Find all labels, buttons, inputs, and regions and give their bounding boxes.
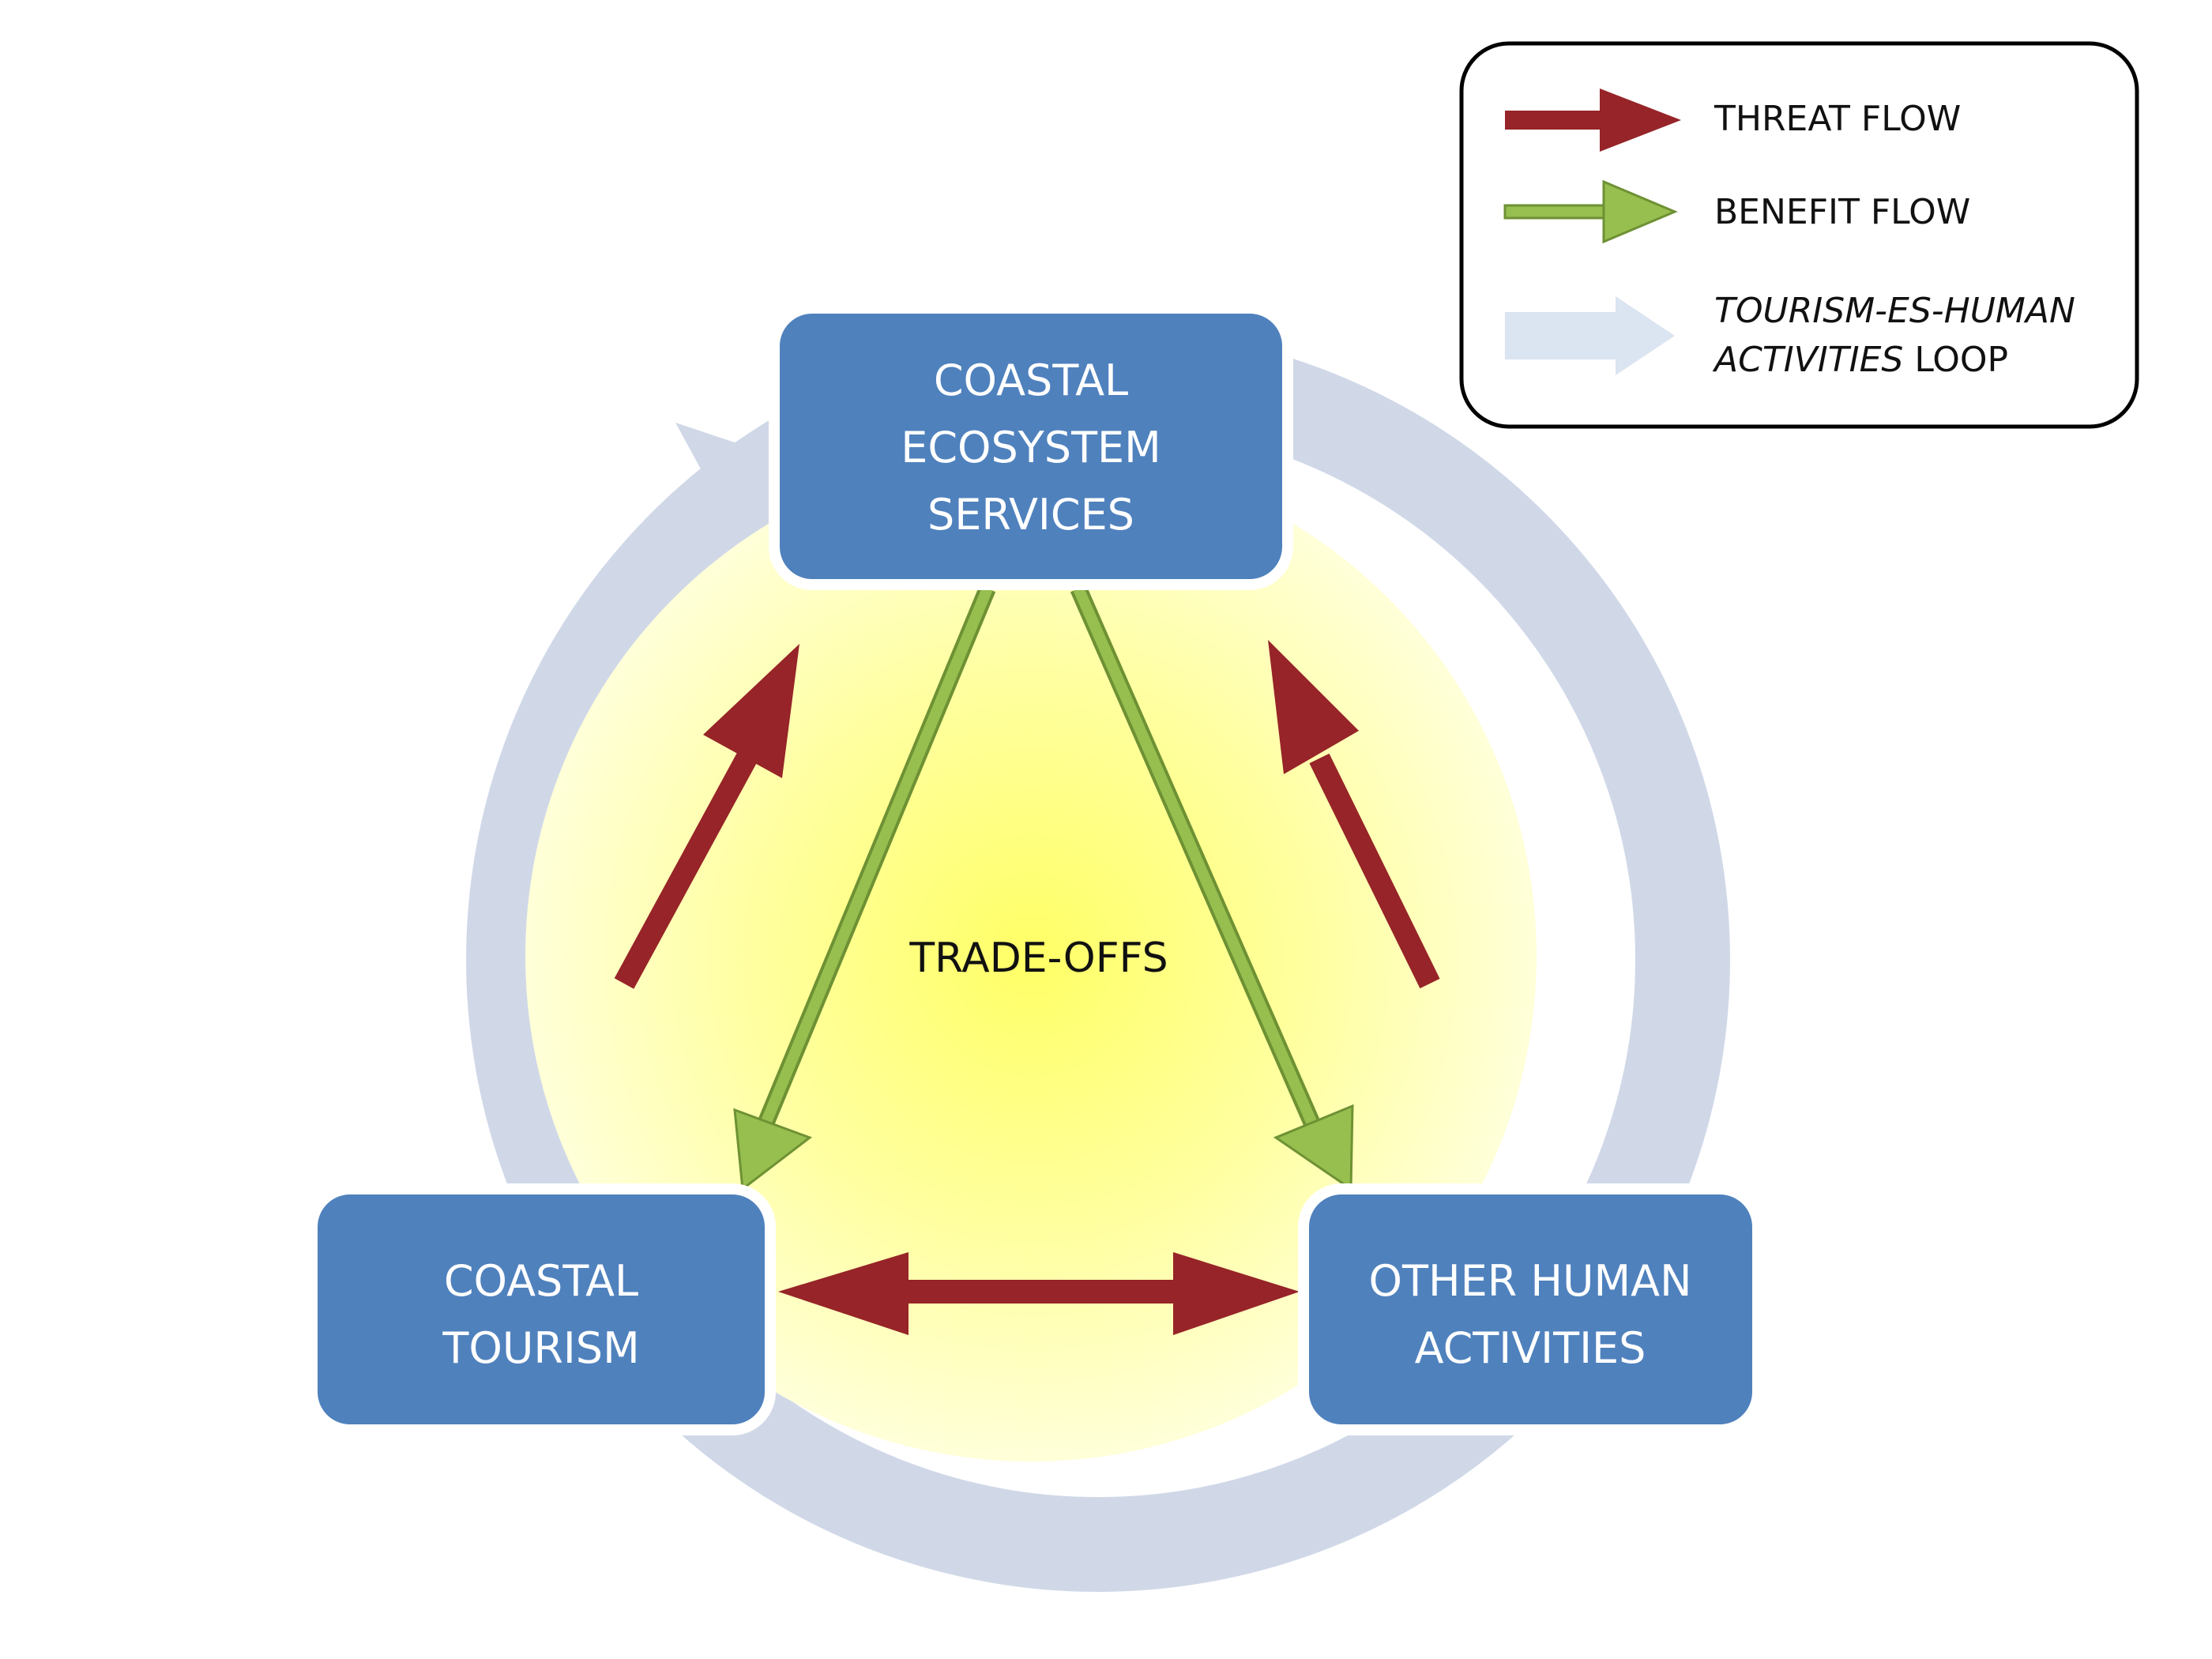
legend-loop-label-line1: TOURISM-ES-HUMAN xyxy=(1714,291,2075,331)
threat-arrow-tourism-to-es xyxy=(614,644,799,989)
svg-text:ACTIVITIES: ACTIVITIES xyxy=(1415,1323,1646,1373)
center-label: TRADE-OFFS xyxy=(908,935,1168,982)
node-coastal-ecosystem-services: COASTAL ECOSYSTEM SERVICES xyxy=(769,303,1293,590)
node-other-human-activities: OTHER HUMAN ACTIVITIES xyxy=(1298,1183,1763,1435)
benefit-arrow-es-to-activities xyxy=(1070,585,1354,1191)
node-coastal-tourism: COASTAL TOURISM xyxy=(307,1183,776,1435)
legend-threat-label: THREAT FLOW xyxy=(1714,99,1961,139)
svg-text:TOURISM: TOURISM xyxy=(442,1323,639,1373)
legend-loop-label-line2: ACTIVITIES LOOP xyxy=(1712,340,2008,380)
threat-arrow-activities-to-es xyxy=(1268,640,1440,989)
legend-benefit-label: BENEFIT FLOW xyxy=(1714,192,1970,232)
loop-arrow-icon xyxy=(1505,296,1675,375)
threat-arrow-tourism-activities xyxy=(778,1252,1300,1335)
threat-arrow-icon xyxy=(1505,88,1681,152)
benefit-arrow-es-to-tourism xyxy=(733,585,996,1191)
legend: THREAT FLOW BENEFIT FLOW TOURISM-ES-HUMA… xyxy=(1459,41,2139,429)
svg-text:COASTAL: COASTAL xyxy=(934,356,1128,405)
svg-text:ECOSYSTEM: ECOSYSTEM xyxy=(901,423,1161,472)
svg-text:SERVICES: SERVICES xyxy=(927,490,1134,540)
benefit-arrow-icon xyxy=(1503,179,1678,244)
svg-text:OTHER HUMAN: OTHER HUMAN xyxy=(1369,1256,1692,1306)
svg-text:COASTAL: COASTAL xyxy=(444,1256,638,1306)
loop-arrowhead-icon xyxy=(675,423,758,553)
